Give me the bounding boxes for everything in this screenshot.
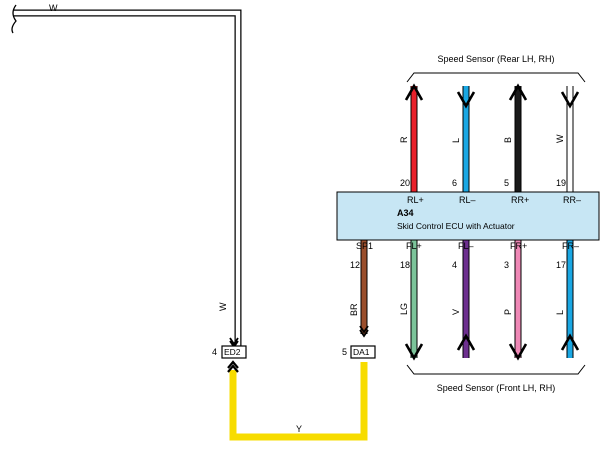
rear-sensor-bracket [406,72,586,83]
wire-color-fl-minus: V [451,309,461,315]
y-wire-label: Y [296,424,302,434]
wire-color-fl-plus: LG [399,303,409,315]
da1-connector-code: DA1 [353,347,370,357]
ed2-bottom-chevron-icon [227,360,239,373]
ed2-connector-code: ED2 [224,347,241,357]
terminal-fr-plus: FR+ [510,241,527,251]
sensor-wires [359,83,580,361]
ed2-pin-number: 4 [212,347,217,357]
wire-color-rr-minus: W [555,134,565,143]
pin-number-rr-plus: 5 [504,178,509,188]
terminal-fl-minus: FL– [458,241,474,251]
connector-ed2 [221,337,247,373]
arrow-up-icon-rl-plus [404,83,424,101]
y-wire-loop [229,362,368,441]
terminal-rr-plus: RR+ [511,195,529,205]
arrow-down-icon-rr-minus [560,91,580,109]
ecu-box [336,191,600,241]
w-wire-to-ed2 [11,4,242,346]
pin-number-fr-minus: 17 [556,260,566,270]
arrow-down-icon-rl-minus [456,91,476,109]
arrow-down-icon-fl-plus [404,343,424,361]
wire-color-fr-minus: L [555,310,565,315]
arrow-up-icon-fr-minus [560,333,580,351]
arrow-up-icon-fl-minus [456,333,476,351]
da1-top-chevron-icon [359,325,369,338]
w-wire-label-ed2: W [218,302,228,311]
terminal-rr-minus: RR– [563,195,581,205]
wire-color-fr-plus: P [503,309,513,315]
pin-number-rl-minus: 6 [452,178,457,188]
da1-pin-number: 5 [342,347,347,357]
arrow-down-icon-fr-plus [508,343,528,361]
pin-number-fl-minus: 4 [452,260,457,270]
terminal-sp1: SP1 [356,241,373,251]
terminal-fl-plus: FL+ [406,241,422,251]
terminal-fr-minus: FR– [562,241,579,251]
front-sensor-bracket [406,364,586,375]
front-sensor-group-label: Speed Sensor (Front LH, RH) [437,383,556,393]
rear-sensor-group-label: Speed Sensor (Rear LH, RH) [437,54,554,64]
terminal-rl-minus: RL– [459,195,476,205]
connector-da1 [350,345,376,359]
wire-color-sp1: BR [349,303,359,316]
wire-color-rl-plus: R [399,136,409,143]
wire-break-icon [11,4,17,34]
pin-number-fr-plus: 3 [504,260,509,270]
pin-number-fl-plus: 18 [400,260,410,270]
w-wire-label-top: W [49,3,58,13]
pin-number-rr-minus: 19 [556,178,566,188]
terminal-rl-plus: RL+ [407,195,424,205]
ecu-name: Skid Control ECU with Actuator [397,221,515,231]
pin-number-sp1: 12 [350,260,360,270]
wire-color-rl-minus: L [451,138,461,143]
arrow-up-icon-rr-plus [508,83,528,101]
pin-number-rl-plus: 20 [400,178,410,188]
wire-color-rr-plus: B [503,137,513,143]
ecu-code: A34 [397,208,414,218]
